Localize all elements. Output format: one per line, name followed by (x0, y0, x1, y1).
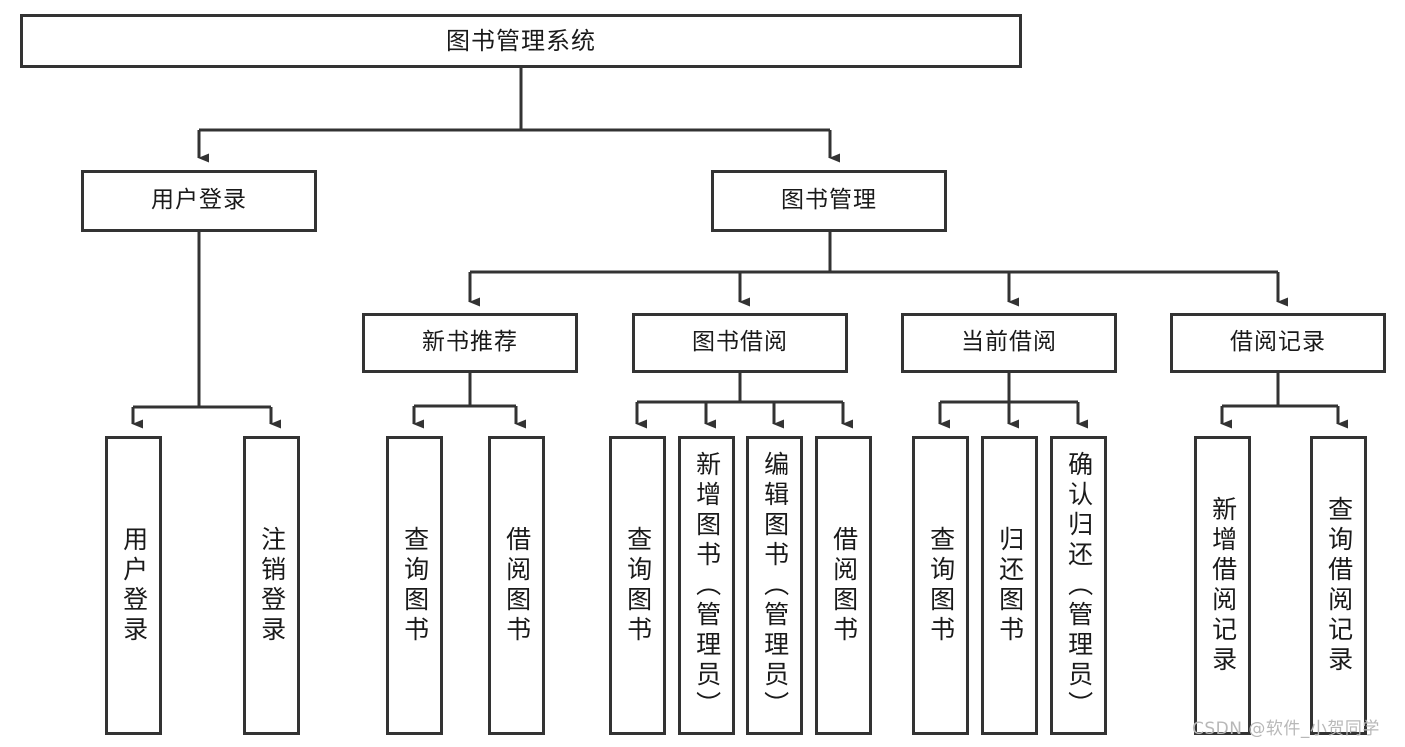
node-leaf-logout[interactable]: 注销登录 (243, 436, 300, 735)
node-leaf-borrow-book-1-label: 借阅图书 (502, 525, 532, 646)
node-leaf-user-login[interactable]: 用户登录 (105, 436, 162, 735)
node-leaf-return-book-label: 归还图书 (995, 525, 1025, 646)
node-leaf-query-book-3[interactable]: 查询图书 (912, 436, 969, 735)
node-leaf-add-record[interactable]: 新增借阅记录 (1194, 436, 1251, 735)
node-book-borrow-label: 图书借阅 (692, 329, 788, 356)
node-leaf-user-login-label: 用户登录 (119, 525, 149, 646)
node-leaf-add-book[interactable]: 新增图书（管理员） (678, 436, 735, 735)
node-book-borrow[interactable]: 图书借阅 (632, 313, 848, 373)
node-borrow-record[interactable]: 借阅记录 (1170, 313, 1386, 373)
node-leaf-borrow-book-1[interactable]: 借阅图书 (488, 436, 545, 735)
node-leaf-edit-book[interactable]: 编辑图书（管理员） (746, 436, 803, 735)
node-leaf-query-book-3-label: 查询图书 (926, 525, 956, 646)
node-root-label: 图书管理系统 (446, 26, 596, 55)
node-leaf-query-book-1-label: 查询图书 (400, 525, 430, 646)
node-root[interactable]: 图书管理系统 (20, 14, 1022, 68)
node-new-book-recommendation-label: 新书推荐 (422, 329, 518, 356)
node-leaf-borrow-book-2[interactable]: 借阅图书 (815, 436, 872, 735)
node-leaf-query-record[interactable]: 查询借阅记录 (1310, 436, 1367, 735)
node-leaf-add-book-label: 新增图书（管理员） (692, 450, 722, 721)
node-user-login-label: 用户登录 (151, 187, 247, 214)
node-leaf-logout-label: 注销登录 (257, 525, 287, 646)
node-leaf-add-record-label: 新增借阅记录 (1208, 495, 1238, 676)
node-leaf-query-record-label: 查询借阅记录 (1324, 495, 1354, 676)
node-leaf-query-book-2[interactable]: 查询图书 (609, 436, 666, 735)
node-current-borrow[interactable]: 当前借阅 (901, 313, 1117, 373)
node-leaf-query-book-2-label: 查询图书 (623, 525, 653, 646)
node-borrow-record-label: 借阅记录 (1230, 329, 1326, 356)
node-leaf-borrow-book-2-label: 借阅图书 (829, 525, 859, 646)
node-new-book-recommendation[interactable]: 新书推荐 (362, 313, 578, 373)
node-user-login[interactable]: 用户登录 (81, 170, 317, 232)
node-leaf-confirm-return-label: 确认归还（管理员） (1064, 450, 1094, 721)
node-leaf-query-book-1[interactable]: 查询图书 (386, 436, 443, 735)
node-leaf-edit-book-label: 编辑图书（管理员） (760, 450, 790, 721)
node-leaf-return-book[interactable]: 归还图书 (981, 436, 1038, 735)
node-book-manage[interactable]: 图书管理 (711, 170, 947, 232)
watermark: CSDN @软件_小贺同学 (1192, 719, 1380, 739)
node-current-borrow-label: 当前借阅 (961, 329, 1057, 356)
node-leaf-confirm-return[interactable]: 确认归还（管理员） (1050, 436, 1107, 735)
node-book-manage-label: 图书管理 (781, 187, 877, 214)
